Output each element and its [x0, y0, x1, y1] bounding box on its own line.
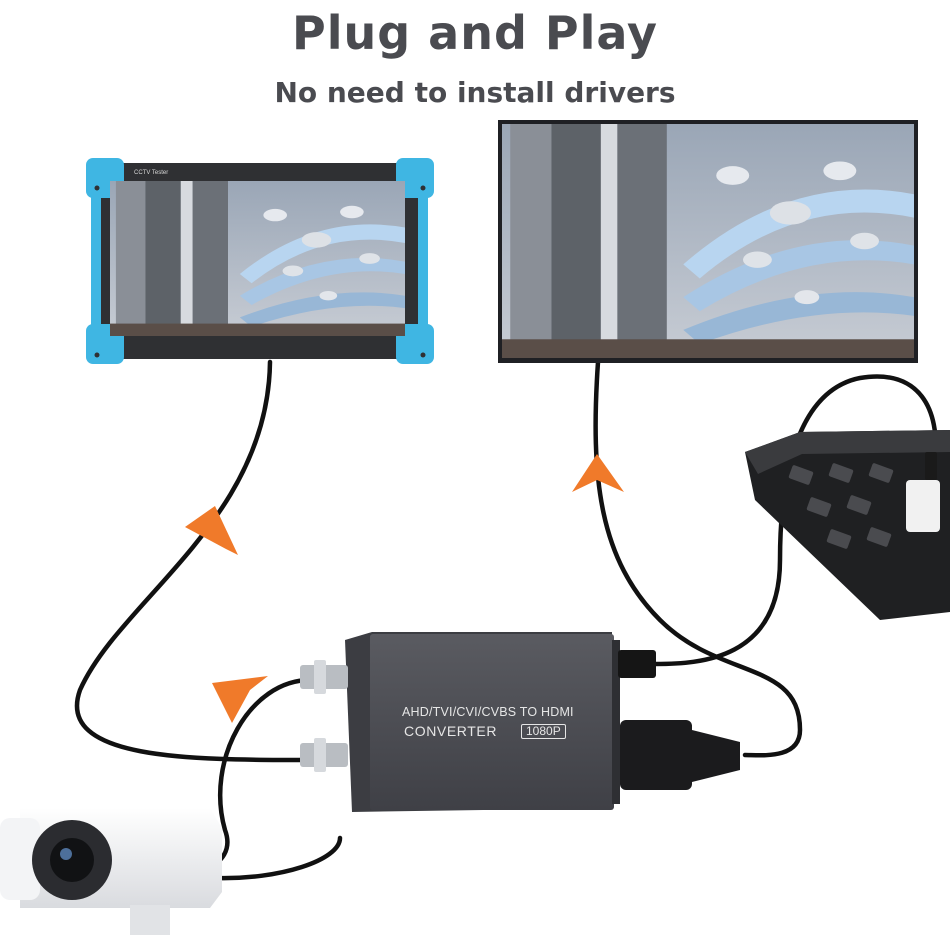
camera-power-cable	[212, 835, 343, 881]
converter-box	[300, 632, 740, 812]
resolution-badge: 1080P	[521, 724, 566, 739]
flow-arrow-icon	[572, 454, 624, 492]
power-strip	[745, 430, 950, 620]
converter-label-line2: CONVERTER	[404, 723, 498, 739]
converter-label-line1: AHD/TVI/CVI/CVBS TO HDMI	[402, 705, 574, 719]
hdmi-connector-icon	[620, 720, 692, 790]
power-jack-icon	[618, 650, 656, 678]
page-subtitle: No need to install drivers	[274, 76, 676, 109]
flow-arrow-icon	[185, 506, 238, 555]
power-adapter-icon	[906, 480, 940, 532]
page-title: Plug and Play	[292, 6, 658, 60]
bnc-connector-icon	[300, 660, 348, 772]
flow-arrows	[185, 454, 624, 723]
tester-brand-label: CCTV Tester	[134, 170, 169, 176]
monitor-display	[498, 120, 918, 363]
bullet-camera	[0, 808, 222, 935]
flow-arrow-icon	[212, 676, 268, 723]
cctv-tester-device	[86, 158, 434, 364]
tester-cable	[74, 359, 313, 763]
monitor-power-cable	[593, 359, 803, 758]
